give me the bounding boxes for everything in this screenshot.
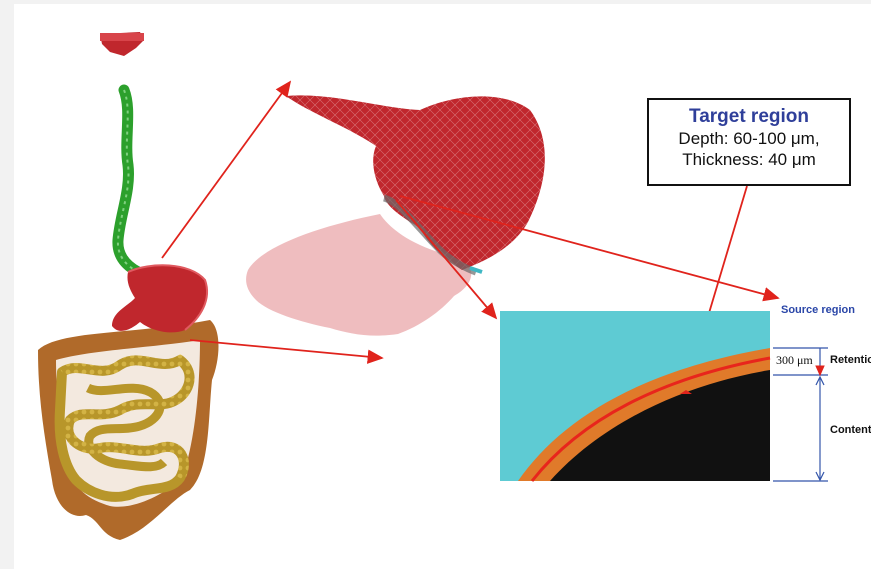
source-label-clip: Source region bbox=[781, 304, 871, 320]
target-region-callout: Target region Depth: 60-100 μm, Thicknes… bbox=[647, 98, 851, 186]
wall-cross-section bbox=[500, 311, 770, 481]
arrow-stomach-zoom bbox=[162, 82, 290, 258]
target-depth-text: Depth: 60-100 μm, bbox=[649, 128, 849, 149]
arrow-intestine bbox=[190, 340, 382, 358]
retention-label-clip: Retentio bbox=[830, 354, 871, 370]
stomach-small-shape bbox=[112, 265, 207, 332]
retention-label: Retentio bbox=[830, 354, 871, 366]
target-thickness-text: Thickness: 40 μm bbox=[649, 149, 849, 170]
stomach-large-shape bbox=[246, 95, 545, 335]
retention-value-label: 300 μm bbox=[776, 353, 813, 368]
contents-label: Content bbox=[830, 424, 871, 436]
target-region-title: Target region bbox=[649, 106, 849, 128]
source-region-label: Source region bbox=[781, 304, 855, 316]
oral-cavity-shape bbox=[100, 32, 144, 56]
contents-label-clip: Content bbox=[830, 424, 871, 440]
